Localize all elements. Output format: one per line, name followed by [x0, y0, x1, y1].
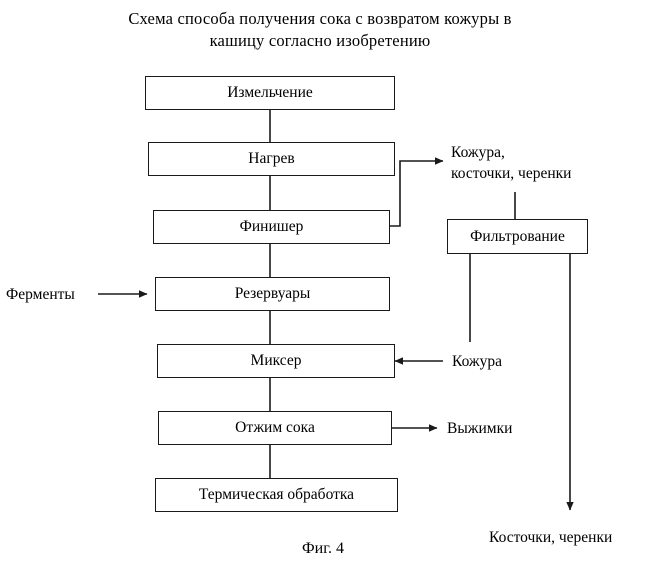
page-title: Схема способа получения сока с возвратом… — [60, 8, 580, 52]
process-box-label: Финишер — [239, 218, 304, 235]
process-box-label: Фильтрование — [470, 227, 565, 245]
label-kozhura-kostochki-cherenki: Кожура, косточки, черенки — [451, 142, 571, 184]
process-box-filtrovanie: Фильтрование — [447, 219, 588, 254]
process-box-label: Термическая обработка — [198, 486, 355, 503]
process-box-nagrev: Нагрев — [148, 142, 395, 176]
label-kostochki-cherenki: Косточки, черенки — [489, 527, 612, 548]
title-line-2: кашицу согласно изобретению — [209, 31, 431, 50]
figure-label: Фиг. 4 — [302, 540, 344, 557]
label-text: Косточки, черенки — [489, 529, 613, 546]
label-line-2: косточки, черенки — [451, 165, 572, 182]
label-text: Кожура — [452, 353, 503, 370]
process-box-rezervuary: Резервуары — [155, 277, 390, 311]
process-box-termicheskaya-obrabotka: Термическая обработка — [155, 478, 398, 512]
label-text: Ферменты — [6, 286, 75, 303]
process-box-label: Резервуары — [234, 285, 311, 302]
process-box-finisher: Финишер — [153, 210, 390, 244]
label-line-1: Кожура, — [451, 144, 505, 161]
process-box-label: Миксер — [250, 352, 302, 369]
process-box-label: Отжим сока — [235, 419, 315, 436]
label-fermenty: Ферменты — [6, 284, 75, 305]
title-line-1: Схема способа получения сока с возвратом… — [128, 9, 512, 28]
process-box-label: Нагрев — [248, 150, 295, 167]
process-box-label: Измельчение — [227, 84, 313, 101]
label-vyzhimki: Выжимки — [447, 418, 512, 439]
process-box-izmelchenie: Измельчение — [145, 76, 395, 110]
process-box-otzhim-soka: Отжим сока — [158, 411, 392, 445]
process-box-mikser: Миксер — [157, 344, 395, 378]
label-text: Выжимки — [447, 420, 513, 437]
label-kozhura: Кожура — [452, 351, 502, 372]
